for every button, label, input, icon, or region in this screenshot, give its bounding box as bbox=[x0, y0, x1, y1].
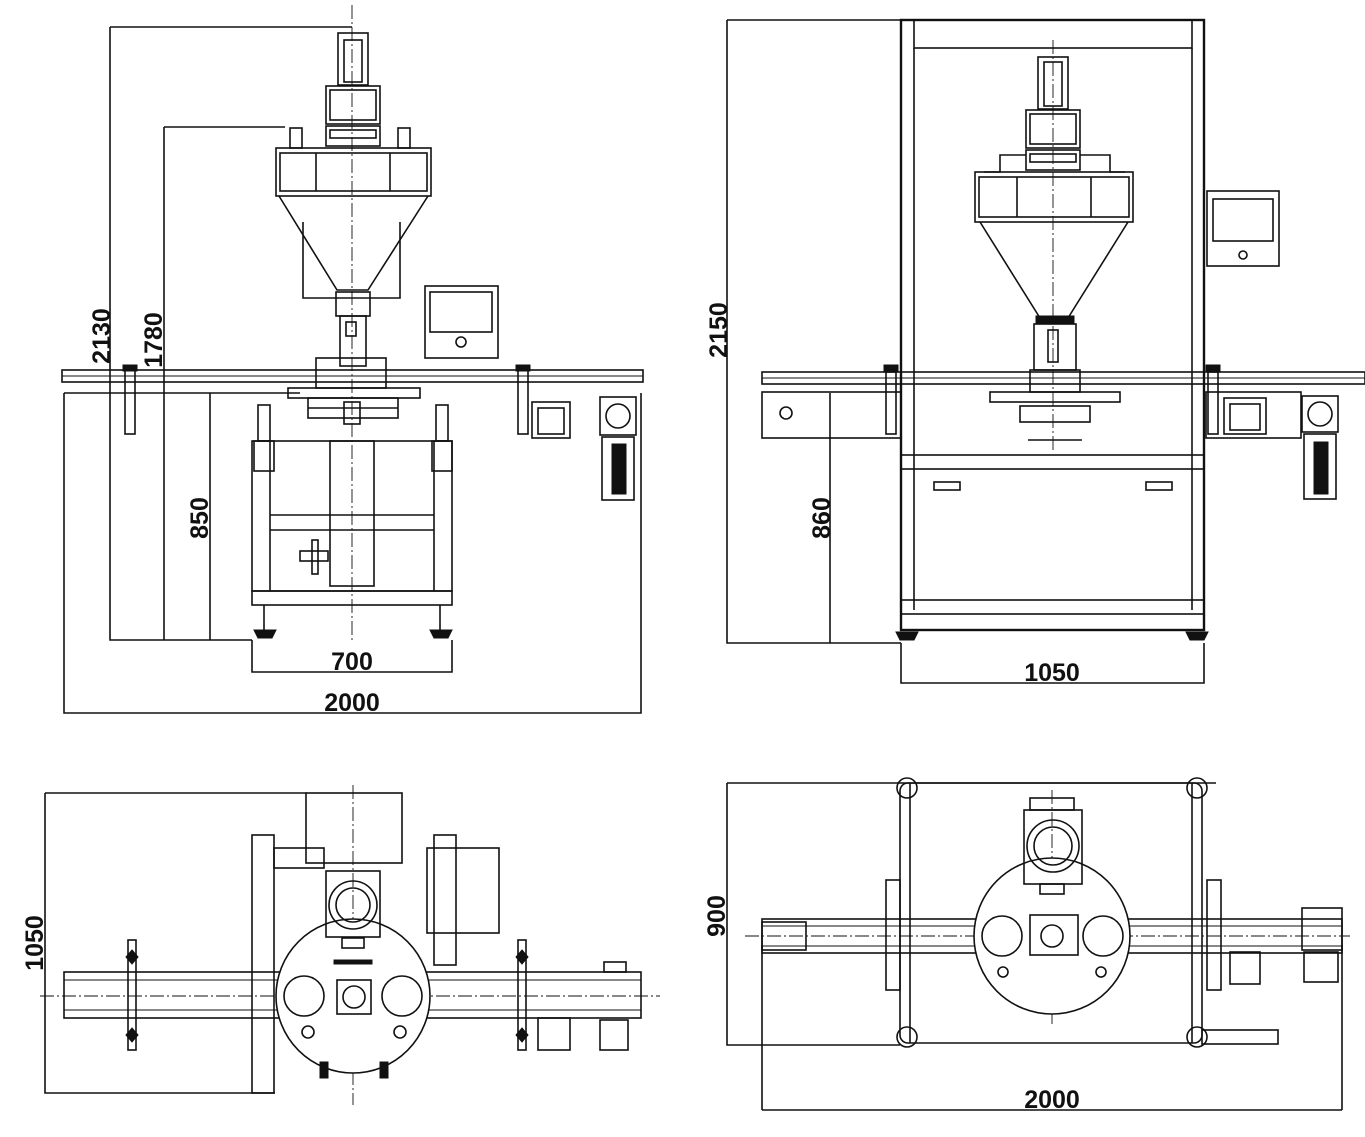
front-width-frame-label: 700 bbox=[331, 648, 373, 676]
top-left-depth-label: 1050 bbox=[21, 915, 49, 971]
side-view: 2150 860 1050 bbox=[705, 18, 1365, 687]
top-view-right: 900 2000 bbox=[703, 777, 1350, 1114]
front-height-total-label: 2130 bbox=[88, 308, 116, 364]
top-right-width-label: 2000 bbox=[1024, 1086, 1080, 1114]
front-height-table-label: 850 bbox=[186, 497, 214, 539]
front-height-hopper-label: 1780 bbox=[140, 312, 168, 368]
front-width-total-label: 2000 bbox=[324, 689, 380, 717]
side-height-total-label: 2150 bbox=[705, 302, 733, 358]
top-view-left: 1050 bbox=[21, 785, 660, 1105]
top-right-depth-label: 900 bbox=[703, 895, 731, 937]
front-view: 2130 1780 850 700 2000 bbox=[61, 5, 644, 717]
side-width-frame-label: 1050 bbox=[1024, 659, 1080, 687]
side-height-table-label: 860 bbox=[808, 497, 836, 539]
